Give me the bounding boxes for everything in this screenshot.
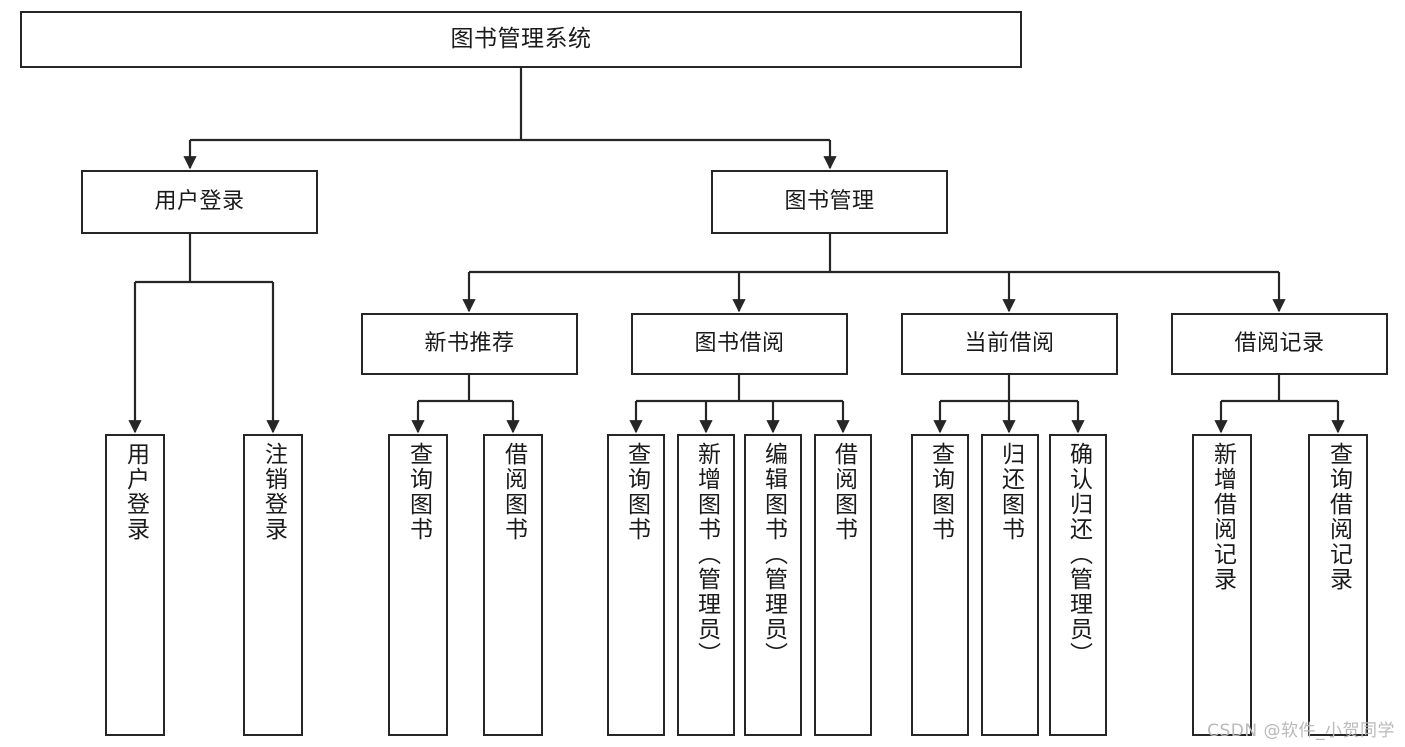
node-leaf-query-book-2[interactable]: 查询图书 (607, 434, 665, 736)
node-new-book-recommend[interactable]: 新书推荐 (361, 313, 578, 375)
node-label: 新书推荐 (424, 331, 515, 357)
node-label: 查询图书 (623, 442, 650, 542)
node-borrow-record[interactable]: 借阅记录 (1171, 313, 1388, 375)
node-leaf-edit-book[interactable]: 编辑图书（管理员） (744, 434, 802, 736)
node-label: 图书管理系统 (450, 25, 592, 52)
node-leaf-query-record[interactable]: 查询借阅记录 (1308, 434, 1368, 736)
node-label: 注销登录 (260, 442, 287, 542)
node-current-borrow[interactable]: 当前借阅 (901, 313, 1118, 375)
node-leaf-add-book[interactable]: 新增图书（管理员） (677, 434, 735, 736)
node-label: 归还图书 (997, 442, 1024, 542)
node-book-management[interactable]: 图书管理 (711, 170, 948, 234)
node-label: 图书借阅 (694, 331, 785, 357)
node-label: 查询图书 (927, 442, 954, 542)
node-leaf-borrow-book-1[interactable]: 借阅图书 (483, 434, 543, 736)
node-label: 查询借阅记录 (1325, 442, 1352, 592)
node-root-book-management-system[interactable]: 图书管理系统 (20, 11, 1022, 68)
node-label: 用户登录 (154, 189, 245, 215)
node-leaf-add-record[interactable]: 新增借阅记录 (1192, 434, 1252, 736)
node-leaf-user-login[interactable]: 用户登录 (105, 434, 165, 736)
node-leaf-query-book-3[interactable]: 查询图书 (911, 434, 969, 736)
node-label: 借阅图书 (830, 442, 857, 542)
node-label: 借阅图书 (500, 442, 527, 542)
node-book-borrow[interactable]: 图书借阅 (631, 313, 848, 375)
node-label: 图书管理 (784, 189, 875, 215)
node-leaf-query-book-1[interactable]: 查询图书 (388, 434, 448, 736)
node-label: 借阅记录 (1234, 331, 1325, 357)
node-label: 编辑图书（管理员） (760, 442, 787, 667)
node-leaf-logout-login[interactable]: 注销登录 (243, 434, 303, 736)
node-leaf-borrow-book-2[interactable]: 借阅图书 (814, 434, 872, 736)
node-label: 当前借阅 (964, 331, 1055, 357)
node-leaf-return-book[interactable]: 归还图书 (981, 434, 1039, 736)
node-label: 用户登录 (122, 442, 149, 542)
node-label: 查询图书 (405, 442, 432, 542)
node-label: 确认归还（管理员） (1065, 442, 1092, 667)
node-label: 新增图书（管理员） (693, 442, 720, 667)
node-label: 新增借阅记录 (1209, 442, 1236, 592)
watermark: CSDN @软件_小贺同学 (1207, 721, 1395, 741)
node-leaf-confirm-return[interactable]: 确认归还（管理员） (1049, 434, 1107, 736)
node-user-login[interactable]: 用户登录 (81, 170, 318, 234)
